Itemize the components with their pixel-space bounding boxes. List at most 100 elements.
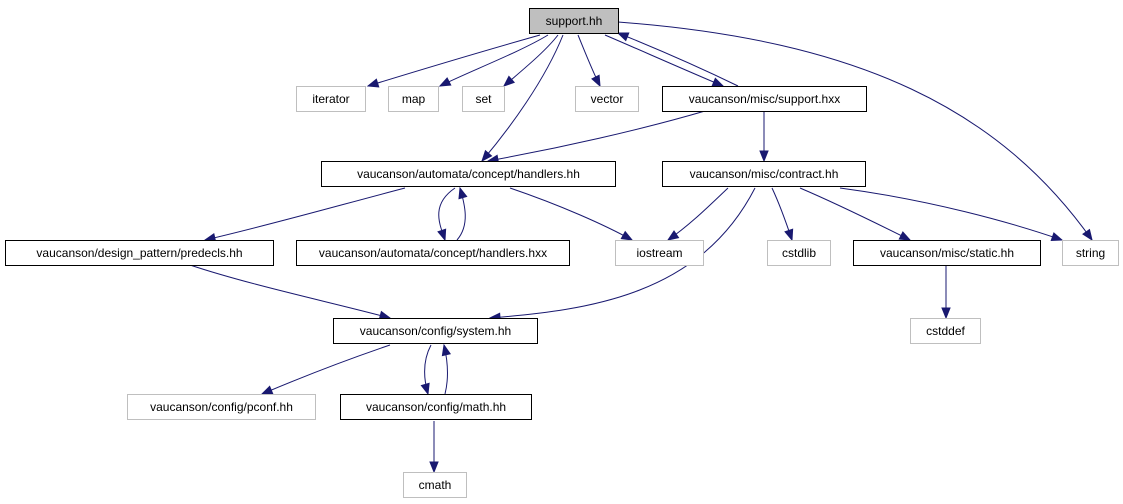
node-string: string bbox=[1062, 240, 1119, 266]
edge-system_hh-to-pconf_hh bbox=[260, 344, 391, 395]
node-label: vaucanson/config/system.hh bbox=[360, 324, 511, 338]
node-label: map bbox=[402, 92, 426, 106]
arrowhead bbox=[616, 32, 630, 42]
node-label: iostream bbox=[636, 246, 682, 260]
node-box bbox=[462, 86, 505, 112]
edge-contract_hh-to-static_hh bbox=[799, 187, 912, 241]
node-handlers-hxx[interactable]: vaucanson/automata/concept/handlers.hxx bbox=[296, 240, 570, 266]
node-cmath: cmath bbox=[403, 472, 467, 498]
edge-line bbox=[439, 34, 549, 87]
arrowhead bbox=[784, 228, 794, 242]
edge-support_hh-to-vector bbox=[577, 34, 601, 88]
node-label: vaucanson/config/math.hh bbox=[366, 400, 506, 414]
node-math-hh[interactable]: vaucanson/config/math.hh bbox=[340, 394, 532, 420]
edge-math_hh-to-system_hh bbox=[441, 343, 452, 395]
node-box bbox=[388, 86, 439, 112]
edge-line bbox=[489, 187, 756, 319]
arrowhead bbox=[898, 231, 912, 241]
edge-handlers_hh-to-iostream bbox=[509, 187, 634, 241]
node-box bbox=[529, 8, 619, 34]
arrowhead bbox=[941, 307, 951, 320]
edge-line bbox=[189, 264, 391, 319]
node-box bbox=[296, 240, 570, 266]
arrowhead bbox=[441, 343, 452, 357]
node-map: map bbox=[388, 86, 439, 112]
node-cstdlib: cstdlib bbox=[767, 240, 831, 266]
edge-handlers_hh-to-predecls_hh bbox=[203, 187, 406, 243]
edge-line bbox=[667, 187, 729, 241]
edge-system_hh-to-math_hh bbox=[420, 344, 432, 396]
edge-line bbox=[617, 32, 739, 87]
edge-line bbox=[367, 34, 541, 87]
arrowhead bbox=[420, 382, 430, 396]
node-box bbox=[662, 161, 866, 187]
node-label: cstdlib bbox=[782, 246, 816, 260]
node-iostream: iostream bbox=[615, 240, 704, 266]
arrowhead bbox=[759, 150, 769, 163]
edge-line bbox=[799, 187, 911, 241]
edge-line bbox=[487, 110, 706, 162]
edges-layer bbox=[189, 21, 1093, 474]
node-box bbox=[340, 394, 532, 420]
arrowhead bbox=[438, 77, 452, 87]
node-vector: vector bbox=[575, 86, 639, 112]
edge-support_hh-to-misc_support_hxx bbox=[604, 34, 725, 87]
edge-line bbox=[839, 187, 1063, 241]
node-box bbox=[296, 86, 366, 112]
edge-predecls_hh-to-system_hh bbox=[189, 264, 392, 320]
arrowhead bbox=[620, 230, 634, 241]
node-label: vaucanson/misc/contract.hh bbox=[690, 167, 839, 181]
node-box bbox=[615, 240, 704, 266]
edge-static_hh-to-cstddef bbox=[941, 265, 951, 320]
arrowhead bbox=[666, 230, 680, 241]
node-label: support.hh bbox=[546, 14, 603, 28]
arrowhead bbox=[591, 74, 601, 88]
node-label: cmath bbox=[419, 478, 452, 492]
edge-support_hh-to-set bbox=[502, 34, 559, 87]
node-contract-hh[interactable]: vaucanson/misc/contract.hh bbox=[662, 161, 866, 187]
edge-contract_hh-to-string bbox=[839, 187, 1064, 242]
node-label: iterator bbox=[312, 92, 349, 106]
node-box bbox=[333, 318, 538, 344]
arrowhead bbox=[366, 78, 380, 88]
node-label: vaucanson/misc/support.hxx bbox=[689, 92, 840, 106]
node-misc-support-hxx[interactable]: vaucanson/misc/support.hxx bbox=[662, 86, 867, 112]
edge-contract_hh-to-iostream bbox=[666, 187, 729, 241]
edge-line bbox=[481, 34, 564, 162]
node-label: vaucanson/misc/static.hh bbox=[880, 246, 1014, 260]
node-box bbox=[403, 472, 467, 498]
node-static-hh[interactable]: vaucanson/misc/static.hh bbox=[853, 240, 1041, 266]
node-box bbox=[127, 394, 316, 420]
node-predecls-hh[interactable]: vaucanson/design_pattern/predecls.hh bbox=[5, 240, 274, 266]
arrowhead bbox=[481, 149, 493, 163]
arrowhead bbox=[260, 385, 274, 395]
edge-misc_support_hxx-to-support_hh bbox=[616, 32, 739, 87]
node-box bbox=[5, 240, 274, 266]
node-handlers-hh[interactable]: vaucanson/automata/concept/handlers.hh bbox=[321, 161, 616, 187]
edge-line bbox=[617, 21, 1093, 241]
node-label: vaucanson/automata/concept/handlers.hh bbox=[357, 167, 580, 181]
node-pconf-hh: vaucanson/config/pconf.hh bbox=[127, 394, 316, 420]
edge-handlers_hxx-to-handlers_hh bbox=[456, 186, 468, 241]
arrowhead bbox=[1082, 228, 1093, 242]
arrowhead bbox=[437, 228, 447, 242]
node-label: vaucanson/config/pconf.hh bbox=[150, 400, 293, 414]
node-label: vector bbox=[591, 92, 624, 106]
node-label: cstddef bbox=[926, 324, 965, 338]
edge-misc_support_hxx-to-handlers_hh bbox=[486, 110, 706, 164]
node-box bbox=[321, 161, 616, 187]
arrowhead bbox=[1050, 232, 1064, 242]
edge-support_hh-to-map bbox=[438, 34, 549, 87]
node-box bbox=[662, 86, 867, 112]
edge-support_hh-to-iterator bbox=[366, 34, 541, 88]
edge-support_hh-to-handlers_hh bbox=[481, 34, 564, 163]
edge-support_hh-to-string bbox=[617, 21, 1093, 242]
arrowhead bbox=[458, 186, 468, 200]
arrowhead bbox=[502, 75, 516, 87]
node-label: vaucanson/design_pattern/predecls.hh bbox=[36, 246, 242, 260]
arrowhead bbox=[429, 461, 439, 474]
node-box bbox=[1062, 240, 1119, 266]
node-system-hh[interactable]: vaucanson/config/system.hh bbox=[333, 318, 538, 344]
